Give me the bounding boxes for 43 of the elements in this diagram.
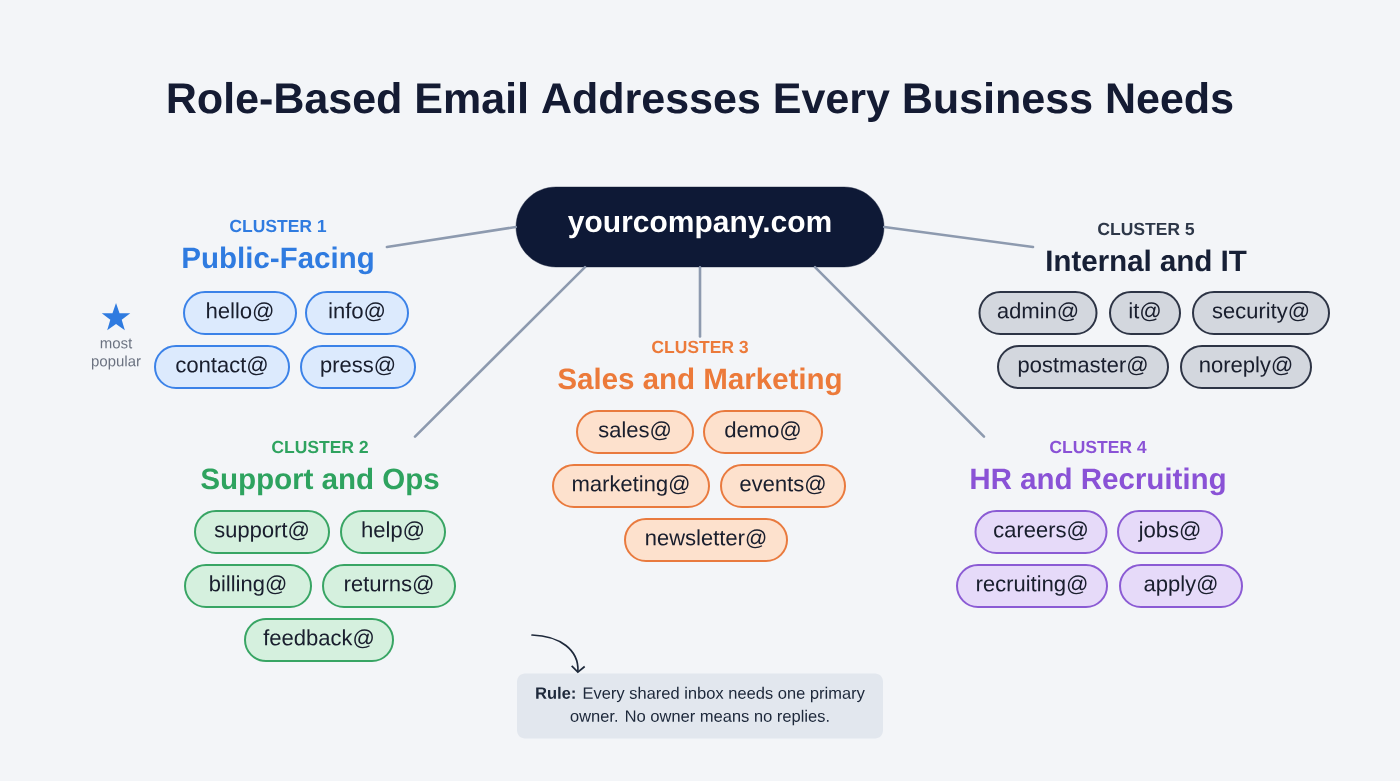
address-tag: sales@ <box>576 410 694 454</box>
address-tag: hello@ <box>183 291 297 335</box>
cluster-label: CLUSTER 4 <box>1050 440 1147 454</box>
address-tag: events@ <box>720 464 846 508</box>
domain-pill: yourcompany.com <box>515 186 885 268</box>
address-tag: billing@ <box>184 564 312 608</box>
cluster-title: Sales and Marketing <box>558 367 841 396</box>
connector-line <box>413 265 587 438</box>
connector-line <box>882 225 1035 249</box>
address-tag: feedback@ <box>244 618 394 662</box>
address-tag: help@ <box>340 510 446 554</box>
cluster-label: CLUSTER 5 <box>1098 222 1195 236</box>
cluster-label: CLUSTER 1 <box>230 219 327 233</box>
address-tag: jobs@ <box>1117 510 1223 554</box>
address-tag: returns@ <box>322 564 456 608</box>
address-tag: contact@ <box>154 345 290 389</box>
star-caption: most popular <box>91 338 141 370</box>
cluster-title: Internal and IT <box>1047 249 1247 272</box>
connector-line <box>813 265 986 438</box>
cluster-label: CLUSTER 2 <box>272 440 368 454</box>
address-tag: demo@ <box>703 410 823 454</box>
title: Role-Based Email Addresses Every Business Needs <box>168 81 1233 123</box>
address-tag: noreply@ <box>1180 345 1312 389</box>
address-tag: admin@ <box>978 291 1098 335</box>
address-tag: newsletter@ <box>624 518 788 562</box>
address-tag: info@ <box>305 291 409 335</box>
address-tag: security@ <box>1192 291 1330 335</box>
cluster-title: Public-Facing <box>183 246 373 275</box>
connector-line <box>385 225 518 249</box>
note-box: Rule: Every shared inbox needs one primary owner. No owner means no replies. <box>517 673 883 739</box>
address-tag: press@ <box>300 345 416 389</box>
cluster-title: HR and Recruiting <box>971 467 1225 496</box>
cluster-title: Support and Ops <box>201 467 439 496</box>
address-tag: postmaster@ <box>997 345 1169 389</box>
address-tag: support@ <box>194 510 330 554</box>
address-tag: marketing@ <box>552 464 710 508</box>
cluster-label: CLUSTER 3 <box>652 340 748 354</box>
address-tag: careers@ <box>974 510 1108 554</box>
address-tag: apply@ <box>1119 564 1243 608</box>
connector-line <box>698 265 702 338</box>
address-tag: it@ <box>1109 291 1181 335</box>
address-tag: recruiting@ <box>956 564 1108 608</box>
curved-arrow <box>531 634 586 674</box>
